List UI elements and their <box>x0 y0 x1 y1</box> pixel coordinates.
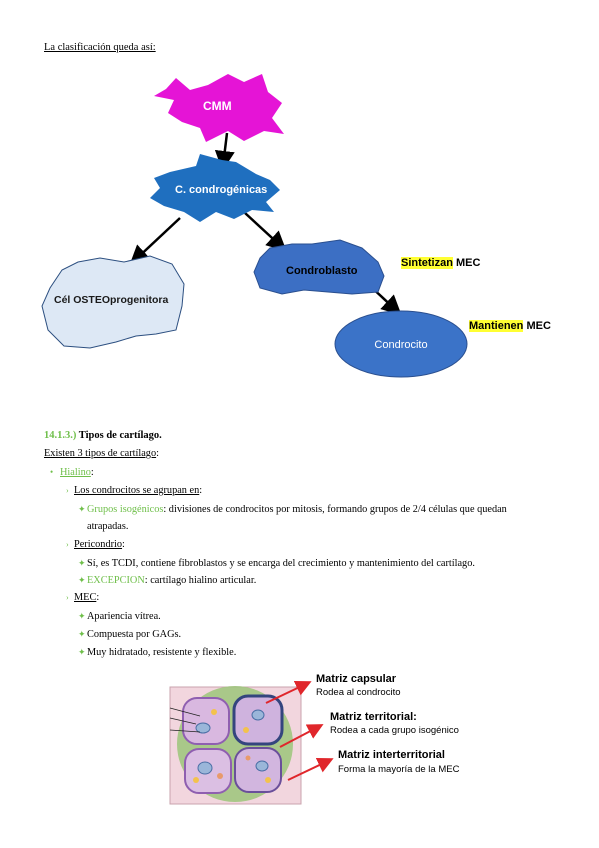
pericondrio-text: Sí, es TCDI, contiene fibroblastos y se … <box>87 558 475 569</box>
list-item-mec-1: ✦Apariencia vítrea. <box>78 609 161 624</box>
arrow-condrogenicas-osteo <box>129 217 181 266</box>
grupos-label: Grupos isogénicos <box>87 504 164 515</box>
intro-text: La clasificación queda así: <box>44 42 156 53</box>
classification-diagram: CMM C. condrogénicas Cél OSTEOprogenitor… <box>41 74 468 378</box>
mec-label: MEC <box>74 592 97 603</box>
types-intro: Existen 3 tipos de cartílago: <box>44 447 159 461</box>
osteo-shape <box>41 255 185 349</box>
hialino-label: Hialino <box>60 467 91 478</box>
excepcion-text: : cartílago hialino articular. <box>144 575 257 586</box>
mec-item-text: Compuesta por GAGs. <box>87 629 182 640</box>
condrocitos-label: Los condrocitos se agrupan en <box>74 485 200 496</box>
hialino-colon: : <box>90 467 94 478</box>
mec-item-text: Muy hidratado, resistente y flexible. <box>87 647 237 658</box>
histology-figure: Matriz capsular Rodea al condrocito Matr… <box>169 673 460 805</box>
types-intro-colon: : <box>156 448 159 459</box>
osteo-label: Cél OSTEOprogenitora <box>54 294 169 306</box>
mec-item-text: Apariencia vítrea. <box>87 611 161 622</box>
list-item-mec: › MEC: <box>66 591 99 605</box>
granule <box>265 777 271 783</box>
list-item-pericondrio: › Pericondrio: <box>66 538 125 552</box>
arrow-interterritorial <box>287 757 334 781</box>
condrocito-shape <box>334 310 468 378</box>
granule <box>245 755 251 761</box>
list-item-mec-3: ✦Muy hidratado, resistente y flexible. <box>78 645 236 660</box>
section-heading: 14.1.3.) Tipos de cartílago. <box>44 430 162 441</box>
grupos-text-cont: atrapadas. <box>87 521 129 532</box>
nucleus <box>255 760 269 772</box>
condrogenicas-label: C. condrogénicas <box>175 184 267 196</box>
pointer-line <box>169 717 197 725</box>
condrocitos-colon: : <box>199 485 203 496</box>
bullet-star-icon: ✦ <box>78 647 86 657</box>
sintetizan-highlight: Sintetizan <box>401 257 453 269</box>
cmm-label: CMM <box>203 99 232 113</box>
condrogenicas-shape <box>150 154 280 222</box>
cell-group <box>182 697 230 745</box>
types-intro-text: Existen 3 tipos de cartílago <box>44 448 157 459</box>
list-item-mec-2: ✦Compuesta por GAGs. <box>78 627 181 642</box>
section-title: Tipos de cartílago. <box>76 430 162 441</box>
arrow-condrogenicas-condroblasto <box>244 212 287 252</box>
list-item-condrocitos: › Los condrocitos se agrupan en: <box>66 484 202 498</box>
sintetizan-annotation: Sintetizan MEC <box>401 257 480 269</box>
capsular-title: Matriz capsular <box>316 673 397 685</box>
condroblasto-shape <box>253 239 385 295</box>
grupos-text: : divisiones de condrocitos por mitosis,… <box>163 504 507 515</box>
bullet-star-icon: ✦ <box>78 611 86 621</box>
mantienen-highlight: Mantienen <box>469 320 524 332</box>
list-item-pericondrio-text: ✦Sí, es TCDI, contiene fibroblastos y se… <box>78 556 475 571</box>
granule <box>217 773 223 779</box>
sintetizan-rest: MEC <box>452 257 481 269</box>
bullet-dot-icon: • <box>50 467 54 477</box>
capsular-desc: Rodea al condrocito <box>316 687 401 698</box>
list-item-excepcion: ✦EXCEPCION: cartílago hialino articular. <box>78 573 256 588</box>
mantienen-rest: MEC <box>523 320 551 332</box>
list-item-grupos: ✦Grupos isogénicos: divisiones de condro… <box>78 502 558 517</box>
cmm-shape <box>154 74 284 142</box>
interterritorial-desc: Forma la mayoría de la MEC <box>338 764 460 775</box>
pericondrio-colon: : <box>122 539 125 550</box>
nucleus <box>197 761 213 775</box>
mantienen-annotation: Mantienen MEC <box>469 320 551 332</box>
territorial-title: Matriz territorial: <box>330 711 417 723</box>
bullet-star-icon: ✦ <box>78 575 86 585</box>
arrow-capsular <box>265 680 312 704</box>
condrocito-label: Condrocito <box>374 339 427 351</box>
pointer-line <box>169 707 201 717</box>
bullet-star-icon: ✦ <box>78 558 86 568</box>
bullet-chevron-icon: › <box>66 486 69 495</box>
excepcion-label: EXCEPCION <box>87 575 145 586</box>
condroblasto-label: Condroblasto <box>286 265 358 277</box>
arrow-territorial <box>279 724 324 748</box>
bullet-chevron-icon: › <box>66 593 69 602</box>
bullet-star-icon: ✦ <box>78 504 86 514</box>
granule <box>193 777 199 783</box>
mec-colon: : <box>96 592 100 603</box>
pointer-line <box>169 729 201 733</box>
interterritorial-title: Matriz interterritorial <box>338 749 445 761</box>
nucleus <box>195 722 211 734</box>
list-item-hialino: • Hialino: <box>50 465 94 480</box>
nucleus <box>251 709 265 721</box>
granule <box>211 709 217 715</box>
granule <box>243 727 249 733</box>
section-number: 14.1.3.) <box>44 430 77 441</box>
pericondrio-label: Pericondrio <box>74 539 123 550</box>
territorial-desc: Rodea a cada grupo isogénico <box>330 725 459 736</box>
bullet-star-icon: ✦ <box>78 629 86 639</box>
bullet-chevron-icon: › <box>66 540 69 549</box>
